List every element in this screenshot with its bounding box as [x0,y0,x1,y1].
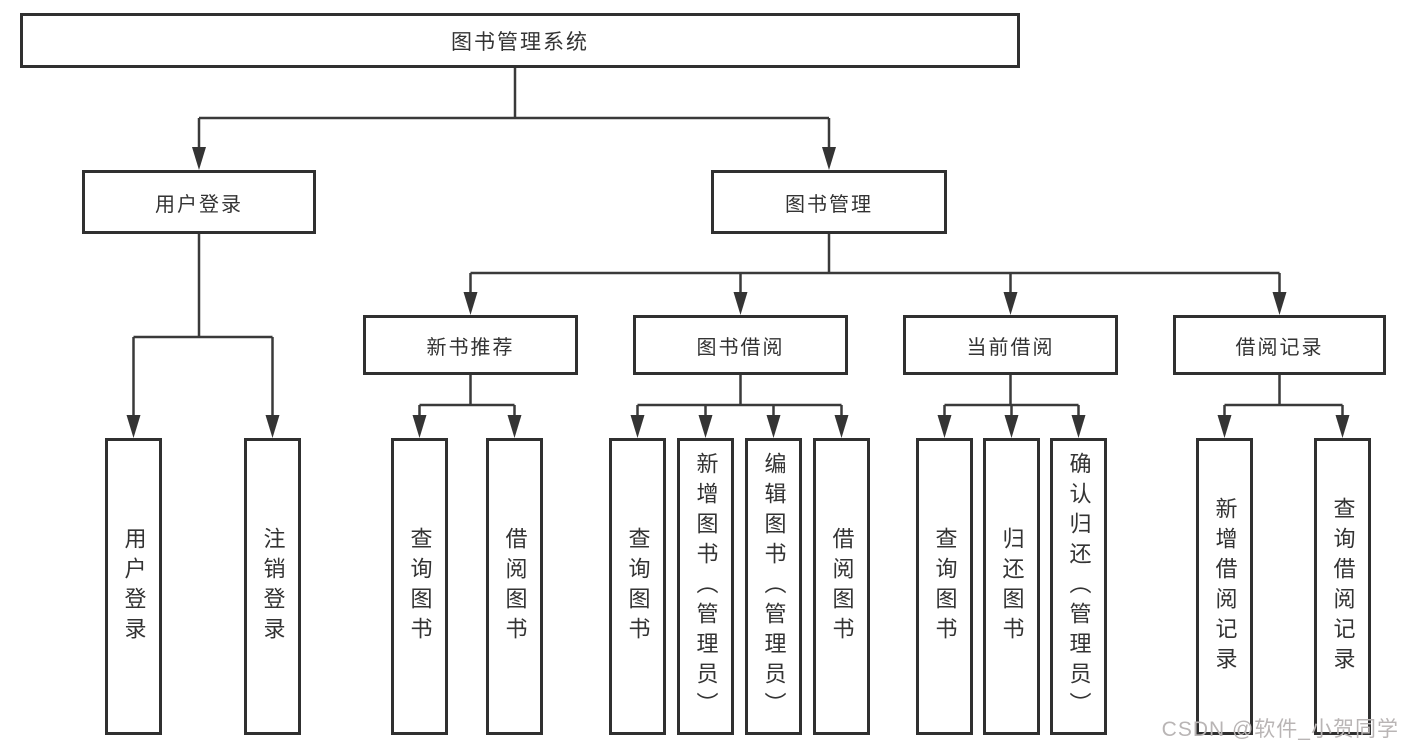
leaf-borrow-borrow-books: 借阅图书 [813,438,870,735]
arrow-down-icon [1335,415,1350,438]
arrow-down-icon [265,415,280,438]
node-borrowing-records: 借阅记录 [1173,315,1386,375]
arrow-down-icon [1071,415,1086,438]
leaf-logout: 注销登录 [244,438,301,735]
leaf-newbooks-borrow-books: 借阅图书 [486,438,543,735]
arrow-down-icon [766,415,781,438]
arrow-down-icon [698,415,713,438]
leaf-records-query-record: 查询借阅记录 [1314,438,1371,735]
node-new-book-recommendation-label: 新书推荐 [426,336,515,359]
node-user-login: 用户登录 [82,170,316,234]
leaf-records-query-record-label: 查询借阅记录 [1330,496,1356,677]
leaf-user-login: 用户登录 [105,438,162,735]
arrow-down-icon [630,415,645,438]
leaf-current-query-books-label: 查询图书 [932,526,958,647]
leaf-logout-label: 注销登录 [260,526,286,647]
node-book-management: 图书管理 [711,170,947,234]
leaf-borrow-edit-books-admin: 编辑图书（管理员） [745,438,802,735]
arrow-down-icon [1003,292,1018,315]
leaf-newbooks-query-books-label: 查询图书 [407,526,433,647]
arrow-down-icon [1272,292,1287,315]
node-new-book-recommendation: 新书推荐 [363,315,578,375]
leaf-borrow-add-books-admin: 新增图书（管理员） [677,438,734,735]
leaf-current-query-books: 查询图书 [916,438,973,735]
leaf-borrow-edit-books-admin-label: 编辑图书（管理员） [761,451,787,722]
arrow-down-icon [507,415,522,438]
arrow-down-icon [937,415,952,438]
leaf-newbooks-borrow-books-label: 借阅图书 [502,526,528,647]
leaf-user-login-label: 用户登录 [121,526,147,647]
arrow-down-icon [834,415,849,438]
node-book-borrowing-label: 图书借阅 [696,336,785,359]
node-book-borrowing: 图书借阅 [633,315,848,375]
arrow-down-icon [126,415,141,438]
arrow-down-icon [412,415,427,438]
leaf-current-confirm-return-admin: 确认归还（管理员） [1050,438,1107,735]
arrow-down-icon [463,292,478,315]
leaf-records-add-record-label: 新增借阅记录 [1212,496,1238,677]
leaf-current-return-books-label: 归还图书 [999,526,1025,647]
arrow-down-icon [192,147,206,170]
node-current-borrowing: 当前借阅 [903,315,1118,375]
leaf-newbooks-query-books: 查询图书 [391,438,448,735]
node-root-system: 图书管理系统 [20,13,1020,68]
arrow-down-icon [822,147,836,170]
node-book-management-label: 图书管理 [785,193,873,216]
arrow-down-icon [1004,415,1019,438]
node-root-label: 图书管理系统 [451,30,589,54]
node-user-login-label: 用户登录 [155,193,243,216]
node-borrowing-records-label: 借阅记录 [1235,336,1324,359]
node-current-borrowing-label: 当前借阅 [966,336,1055,359]
csdn-watermark: CSDN @软件_小贺同学 [1161,718,1399,741]
leaf-borrow-add-books-admin-label: 新增图书（管理员） [693,451,719,722]
leaf-current-return-books: 归还图书 [983,438,1040,735]
arrow-down-icon [733,292,748,315]
leaf-current-confirm-return-admin-label: 确认归还（管理员） [1066,451,1092,722]
arrow-down-icon [1217,415,1232,438]
leaf-borrow-query-books-label: 查询图书 [625,526,651,647]
leaf-borrow-borrow-books-label: 借阅图书 [829,526,855,647]
leaf-records-add-record: 新增借阅记录 [1196,438,1253,735]
leaf-borrow-query-books: 查询图书 [609,438,666,735]
